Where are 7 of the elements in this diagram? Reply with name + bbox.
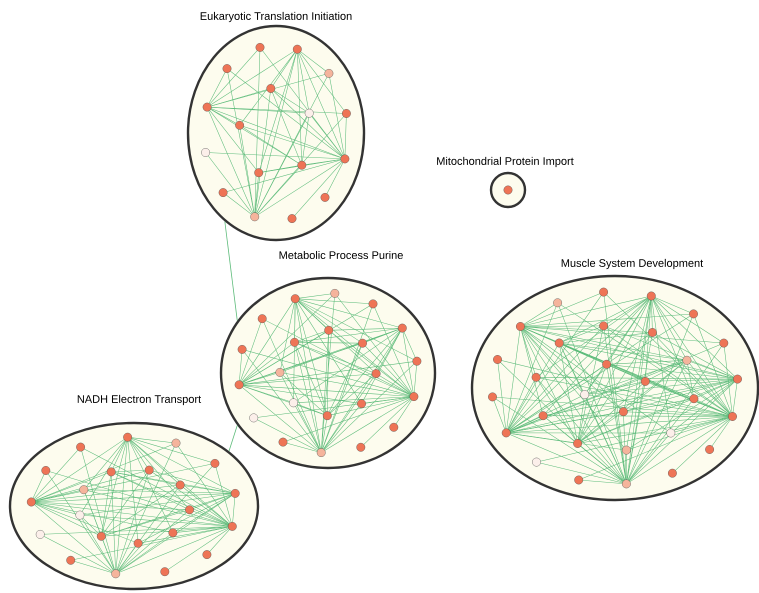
cluster-heading: Metabolic Process Purine [280, 250, 403, 260]
cluster-heading: Muscle System Development [562, 258, 704, 270]
cluster-heading: Eukaryotic Translation Initiation [200, 12, 352, 22]
cluster-heading: Mitochondrial Protein Import [437, 156, 574, 168]
cluster-link [228, 424, 238, 452]
cluster-heading: NADH Electron Transport [78, 394, 202, 406]
cluster-link [224, 221, 238, 321]
